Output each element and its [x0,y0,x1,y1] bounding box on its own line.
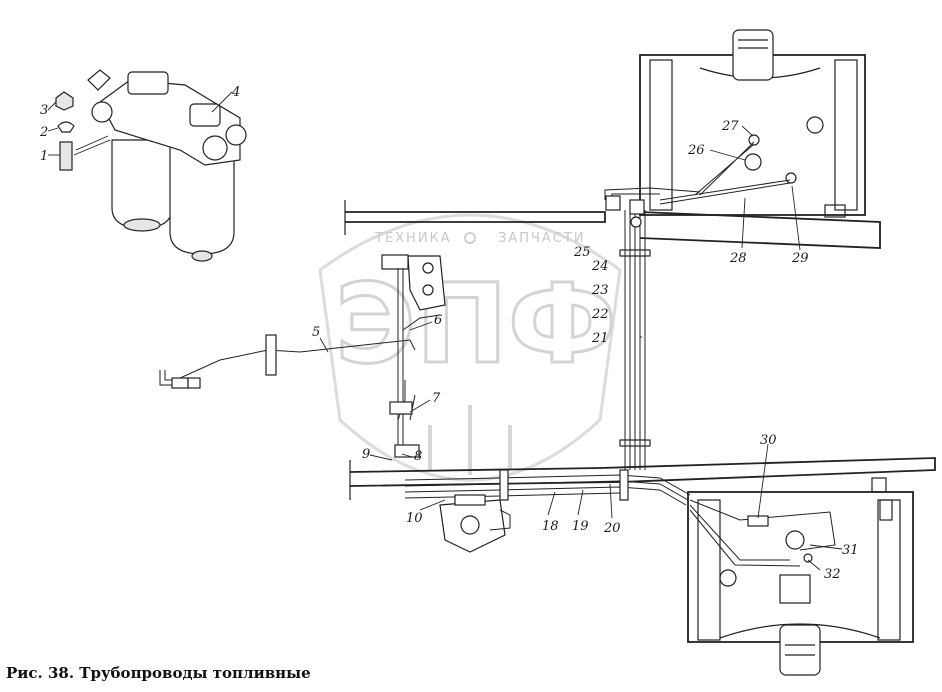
callout-30: 30 [760,433,777,448]
callout-26: 26 [687,143,705,158]
return-pipe-left [159,334,416,389]
washer-part [57,121,75,133]
callout-32: 32 [824,567,841,582]
pump-bracket [381,254,446,458]
lower-pipes [404,469,691,506]
callout-23: 23 [591,283,609,298]
callout-1: 1 [40,149,48,164]
callout-19: 19 [572,519,589,534]
tank-filler-cap-top [732,29,774,81]
watermark-logo: ЭПФ [335,260,617,388]
callout-24: 24 [591,259,609,274]
watermark: ЭПФ ТЕХНИКА ЗАПЧАСТИ [318,213,622,482]
pipe-clip [265,334,277,376]
callout-25: 25 [573,245,591,260]
frame-rails [344,200,936,500]
main-pipes [604,187,701,470]
nut-part [55,91,74,111]
figure-caption: Рис. 38. Трубопроводы топливные [6,664,311,682]
callout-8: 8 [414,449,422,464]
fuel-gauge-sensor-bottom [785,530,805,550]
callout-4: 4 [231,85,240,100]
leader-lines [47,91,843,571]
tank-filler-cap-bottom [779,624,821,676]
callout-27: 27 [721,119,739,134]
drain-plug-icon-bottom [719,569,737,587]
fuel-tank-top [639,29,866,218]
drain-plug-icon [806,116,824,134]
callout-20: 20 [603,521,621,536]
callout-7: 7 [432,391,441,406]
callout-5: 5 [312,325,320,340]
callout-28: 28 [729,251,747,266]
callout-9: 9 [362,447,370,462]
callout-2: 2 [39,125,48,140]
callout-29: 29 [791,251,809,266]
callout-6: 6 [434,313,442,328]
callout-22: 22 [591,307,609,322]
callout-18: 18 [542,519,559,534]
callout-10: 10 [406,511,423,526]
callout-21: 21 [591,331,609,346]
low-pressure-pump [439,494,511,553]
watermark-wheat-icon [428,405,512,475]
watermark-text-left: ТЕХНИКА [374,231,452,246]
watermark-text-right: ЗАПЧАСТИ [498,231,586,246]
callout-3: 3 [40,103,48,118]
callouts: 1 2 3 4 5 6 7 8 9 10 18 19 20 21 22 23 2… [39,85,859,582]
callout-31: 31 [842,543,859,558]
fuel-gauge-sensor [744,153,762,171]
fuel-tank-bottom [687,477,914,676]
fuel-filter-assembly [55,69,247,262]
stud-part [59,141,73,171]
watermark-gear-icon [464,232,476,244]
